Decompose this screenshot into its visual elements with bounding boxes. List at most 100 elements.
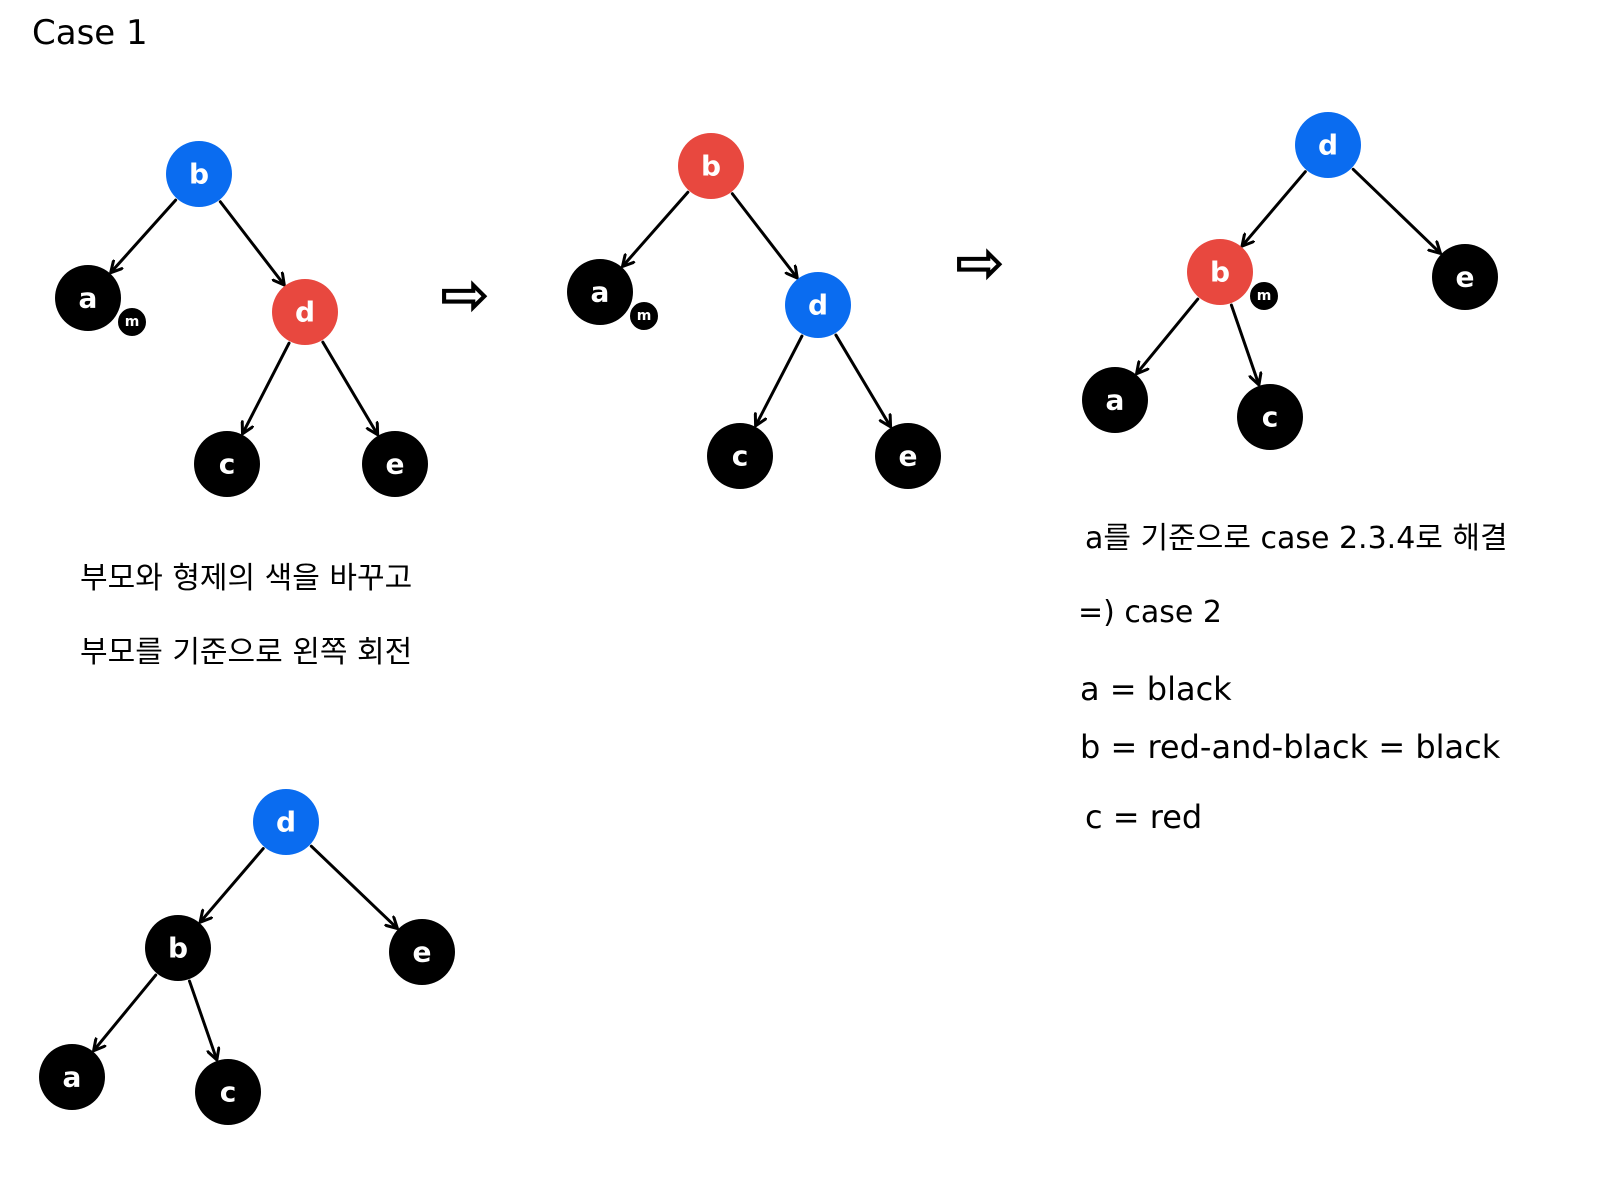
edge-d-e (1351, 167, 1440, 252)
node-a: a (1082, 367, 1148, 433)
node-label: e (413, 936, 432, 969)
node-b: b (145, 915, 211, 981)
edge-d-e (309, 844, 396, 928)
node-label: a (1106, 384, 1125, 417)
node-circle (145, 915, 211, 981)
tree-step-2: b am d c e (567, 133, 941, 489)
note-line: a를 기준으로 case 2.3.4로 해결 (1085, 521, 1508, 556)
edge-b-a (623, 190, 690, 265)
node-circle (678, 133, 744, 199)
node-c: c (707, 423, 773, 489)
node-circle (253, 789, 319, 855)
node-label: d (808, 289, 828, 322)
edge-b-c (187, 979, 216, 1059)
tree-step-4: d b e a c (39, 789, 455, 1125)
notes-left: 부모와 형제의 색을 바꾸고 부모를 기준으로 왼쪽 회전 (80, 561, 412, 670)
edge-b-d (218, 200, 283, 284)
node-label: b (1210, 256, 1230, 289)
node-circle (39, 1044, 105, 1110)
node-label: c (220, 1076, 237, 1109)
node-d: d (785, 272, 851, 338)
node-label: b (701, 150, 721, 183)
node-label: a (591, 276, 610, 309)
node-label: a (63, 1061, 82, 1094)
node-label: e (1456, 261, 1475, 294)
note-line: 부모와 형제의 색을 바꾸고 (80, 561, 412, 596)
node-e: e (362, 431, 428, 497)
node-circle (1237, 384, 1303, 450)
node-circle (875, 423, 941, 489)
note-line: =) case 2 (1078, 595, 1222, 630)
node-d: d (272, 279, 338, 345)
extra-black-badge (628, 300, 660, 332)
edge-b-a (94, 973, 158, 1050)
node-b: b (678, 133, 744, 199)
note-line: a = black (1080, 670, 1232, 708)
node-circle (195, 1059, 261, 1125)
edge-b-a (1137, 297, 1200, 373)
node-circle (55, 265, 121, 331)
node-d: d (253, 789, 319, 855)
edge-d-c (756, 334, 804, 425)
node-e: e (389, 919, 455, 985)
node-b: b (166, 141, 232, 207)
badge-label: m (125, 314, 140, 330)
note-line: b = red-and-black = black (1080, 728, 1501, 766)
node-circle (1295, 112, 1361, 178)
node-e: e (875, 423, 941, 489)
node-circle (1187, 239, 1253, 305)
edge-d-c (243, 341, 291, 433)
page-title: Case 1 (32, 13, 148, 53)
node-circle (194, 431, 260, 497)
right-arrow-icon: ⇨ (440, 260, 490, 330)
node-label: d (276, 806, 296, 839)
node-circle (785, 272, 851, 338)
node-label: e (386, 448, 405, 481)
node-label: e (899, 440, 918, 473)
notes-right: a를 기준으로 case 2.3.4로 해결 =) case 2 a = bla… (1078, 521, 1508, 836)
extra-black-badge (116, 306, 148, 338)
edge-b-d (730, 192, 796, 278)
edge-b-a (111, 198, 178, 272)
node-circle (272, 279, 338, 345)
node-label: c (1262, 401, 1279, 434)
transition-arrow-1: ⇨ (440, 260, 490, 330)
badge-label: m (1257, 288, 1272, 304)
node-a: am (55, 265, 148, 338)
transition-arrow-2: ⇨ (955, 228, 1005, 298)
node-c: c (1237, 384, 1303, 450)
node-a: a (39, 1044, 105, 1110)
node-circle (166, 141, 232, 207)
right-arrow-icon: ⇨ (955, 228, 1005, 298)
note-line: 부모를 기준으로 왼쪽 회전 (80, 635, 412, 670)
node-circle (707, 423, 773, 489)
node-c: c (194, 431, 260, 497)
node-circle (567, 259, 633, 325)
edge-d-e (834, 333, 890, 426)
note-line: c = red (1085, 798, 1202, 836)
edge-d-b (201, 847, 265, 922)
node-label: b (168, 932, 188, 965)
edge-d-e (321, 340, 377, 434)
node-e: e (1432, 244, 1498, 310)
edge-d-b (1243, 170, 1307, 246)
node-circle (389, 919, 455, 985)
node-label: d (1318, 129, 1338, 162)
node-label: d (295, 296, 315, 329)
node-label: c (219, 448, 236, 481)
node-label: a (79, 282, 98, 315)
node-label: b (189, 158, 209, 191)
node-circle (1082, 367, 1148, 433)
node-circle (362, 431, 428, 497)
node-c: c (195, 1059, 261, 1125)
node-label: c (732, 440, 749, 473)
extra-black-badge (1248, 280, 1280, 312)
node-circle (1432, 244, 1498, 310)
node-a: am (567, 259, 660, 332)
node-b: bm (1187, 239, 1280, 312)
edge-b-c (1229, 303, 1258, 384)
